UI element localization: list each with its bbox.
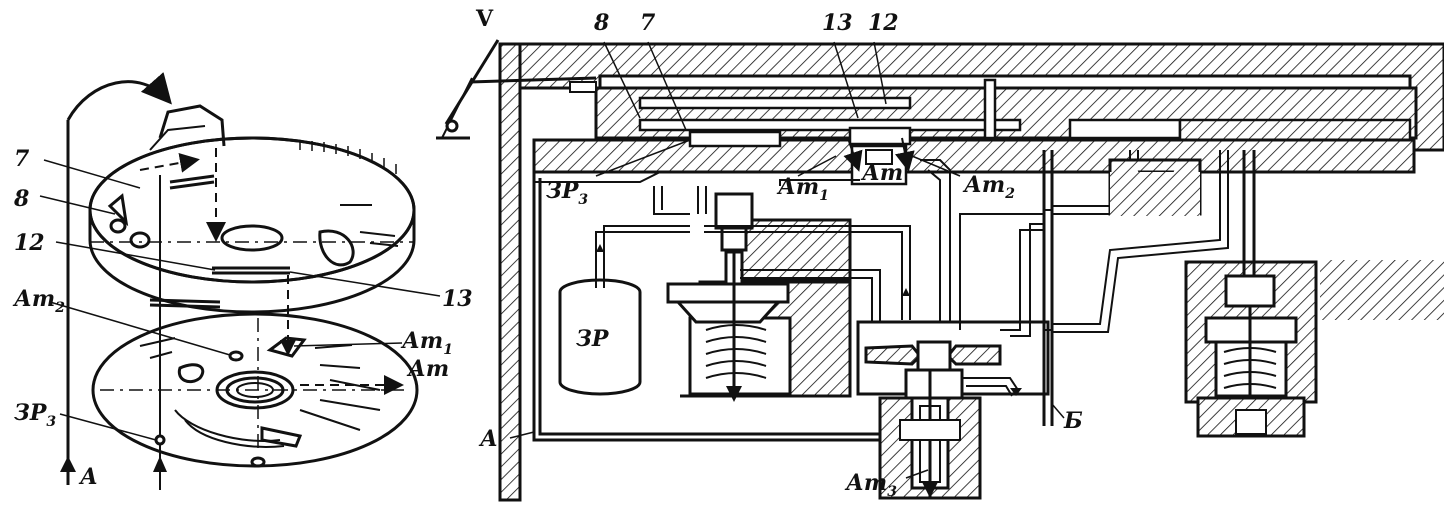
label-right-at-box: Ат: [860, 160, 903, 186]
label-right-er: ЗР: [576, 326, 610, 352]
brake-valve-section: [436, 39, 1444, 502]
label-left-at1: Ат1: [400, 328, 453, 358]
label-right-8: 8: [593, 10, 609, 36]
label-left-8: 8: [13, 186, 29, 212]
label-left-7: 7: [14, 146, 30, 172]
label-right-at2: Ат2: [962, 172, 1015, 202]
label-left-a: А: [78, 464, 98, 490]
label-right-12: 12: [868, 10, 899, 36]
slide-valve-exploded-view: [39, 72, 441, 490]
label-left-at2: Ат2: [12, 286, 65, 316]
label-right-at1: Ат1: [776, 174, 829, 204]
label-left-13: 13: [442, 286, 473, 312]
label-left-er3: ЗР3: [14, 400, 56, 430]
label-right-a: А: [478, 426, 498, 452]
label-left-12: 12: [14, 230, 45, 256]
label-right-at3: Ат3: [844, 470, 897, 500]
label-right-v: V: [475, 6, 494, 32]
label-left-at: Ат: [406, 356, 449, 382]
label-right-7: 7: [640, 10, 656, 36]
label-right-13: 13: [822, 10, 853, 36]
label-right-er3: ЗР3: [546, 178, 588, 208]
lower-disc: [91, 312, 419, 468]
upper-disc: [88, 104, 416, 314]
label-right-b: Б: [1063, 408, 1083, 434]
callout-labels: 7 8 12 13 Ат2 Ат1 Ат ЗР3 А V 8 7 13 12 З…: [12, 6, 1083, 500]
